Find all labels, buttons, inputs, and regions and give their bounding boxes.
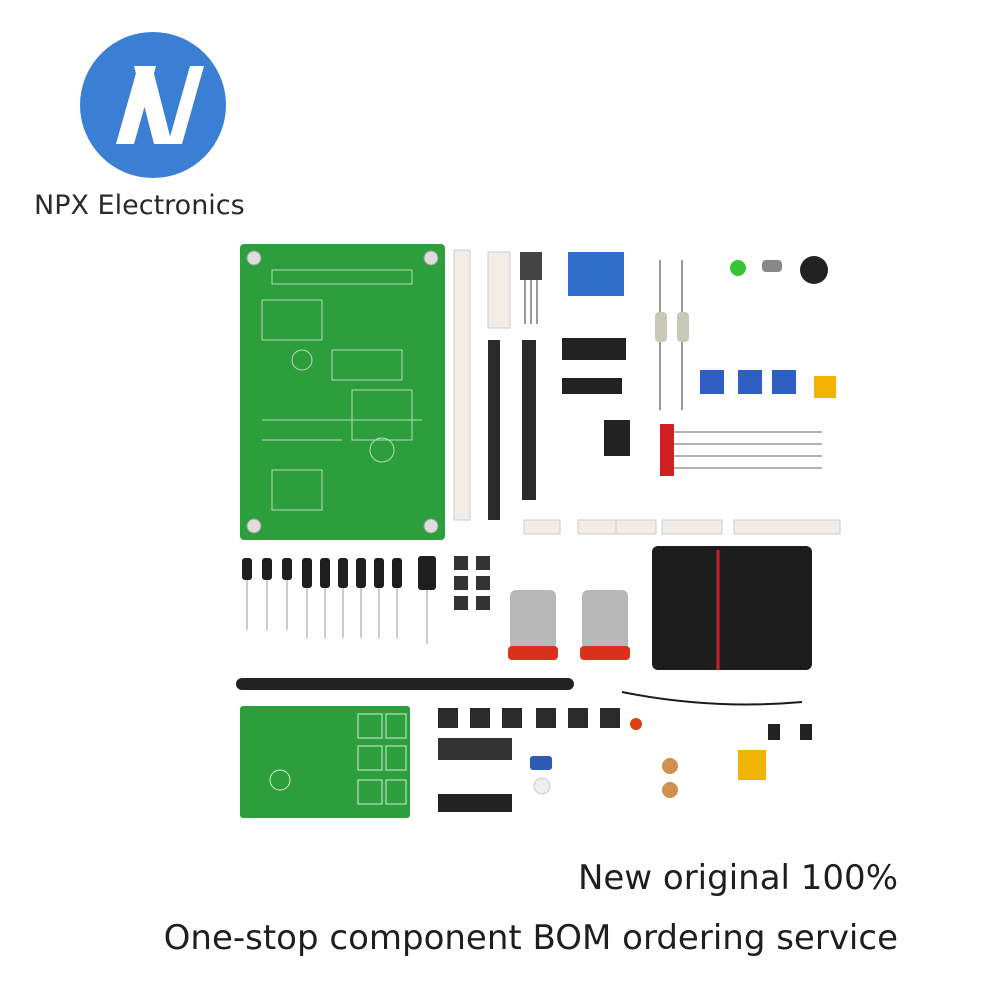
small-pcb bbox=[240, 706, 410, 818]
tagline-bom-service: One-stop component BOM ordering service bbox=[163, 918, 898, 958]
tagline-original: New original 100% bbox=[577, 858, 898, 898]
brand-name: NPX Electronics bbox=[34, 190, 245, 221]
npx-logo-icon bbox=[80, 32, 226, 178]
main-pcb bbox=[240, 244, 445, 540]
electronics-kit-photo bbox=[236, 244, 841, 818]
